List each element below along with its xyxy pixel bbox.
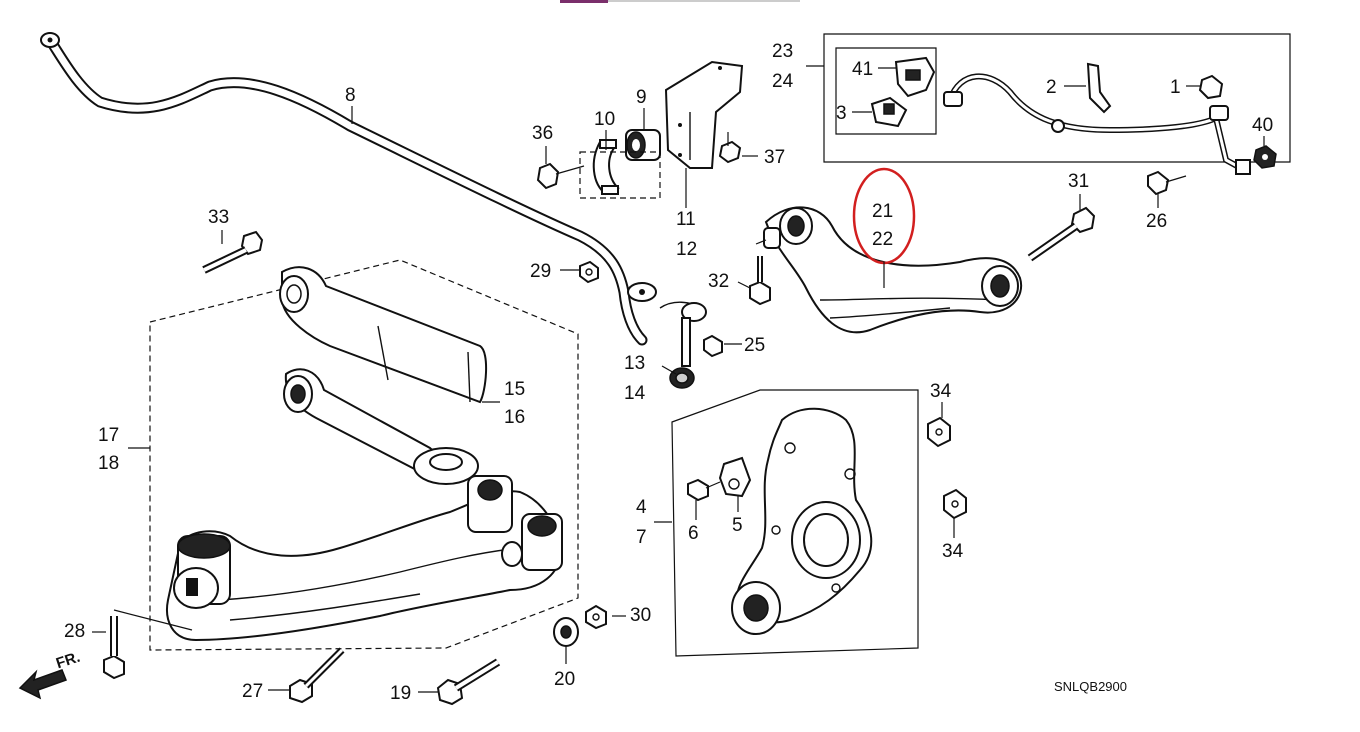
top-gray-bar (608, 0, 800, 2)
part-label-23: 23 (772, 41, 794, 62)
part-label-1: 1 (1170, 77, 1181, 98)
part-label-22: 22 (872, 229, 894, 250)
part-label-33: 33 (208, 207, 230, 228)
part-label-6: 6 (688, 523, 699, 544)
part-label-40: 40 (1252, 115, 1274, 136)
stabilizer-link (579, 260, 723, 389)
part-label-34-top: 34 (930, 381, 952, 402)
part-label-28: 28 (64, 621, 86, 642)
part-label-13: 13 (624, 353, 646, 374)
part-label-12: 12 (676, 239, 698, 260)
part-label-11: 11 (676, 209, 696, 230)
part-label-27: 27 (242, 681, 264, 702)
diagram-code: SNLQB2900 (1054, 679, 1127, 694)
upper-arm (749, 206, 1096, 334)
stabilizer-bar (40, 32, 657, 346)
part-label-20: 20 (554, 669, 576, 690)
leader-lines (92, 65, 1265, 693)
part-label-17: 17 (98, 425, 120, 446)
part-label-14: 14 (624, 383, 646, 404)
part-label-4: 4 (636, 497, 647, 518)
part-label-5: 5 (732, 515, 743, 536)
knuckle-assembly (671, 389, 967, 657)
part-label-36: 36 (532, 123, 554, 144)
part-label-24: 24 (772, 71, 794, 92)
part-label-41: 41 (852, 59, 874, 80)
part-label-34-bottom: 34 (942, 541, 964, 562)
part-label-37: 37 (764, 147, 786, 168)
part-label-32: 32 (708, 271, 730, 292)
part-label-19: 19 (390, 683, 412, 704)
part-label-31: 31 (1068, 171, 1090, 192)
part-label-18: 18 (98, 453, 120, 474)
abs-sensor-group (823, 33, 1291, 196)
stabilizer-bracket-assembly (536, 60, 744, 199)
part-label-7: 7 (636, 527, 647, 548)
part-label-21: 21 (872, 201, 894, 222)
part-label-16: 16 (504, 407, 526, 428)
part-label-3: 3 (836, 103, 847, 124)
part-label-2: 2 (1046, 77, 1057, 98)
part-label-25: 25 (744, 335, 766, 356)
part-label-29: 29 (530, 261, 552, 282)
top-accent-bar (560, 0, 608, 3)
part-label-8: 8 (345, 85, 356, 106)
front-arrow-icon (18, 669, 67, 700)
part-label-10: 10 (594, 109, 616, 130)
part-label-30: 30 (630, 605, 652, 626)
part-label-9: 9 (636, 87, 647, 108)
part-label-26: 26 (1146, 211, 1168, 232)
part-label-15: 15 (504, 379, 526, 400)
lower-arm-assembly (149, 259, 579, 651)
